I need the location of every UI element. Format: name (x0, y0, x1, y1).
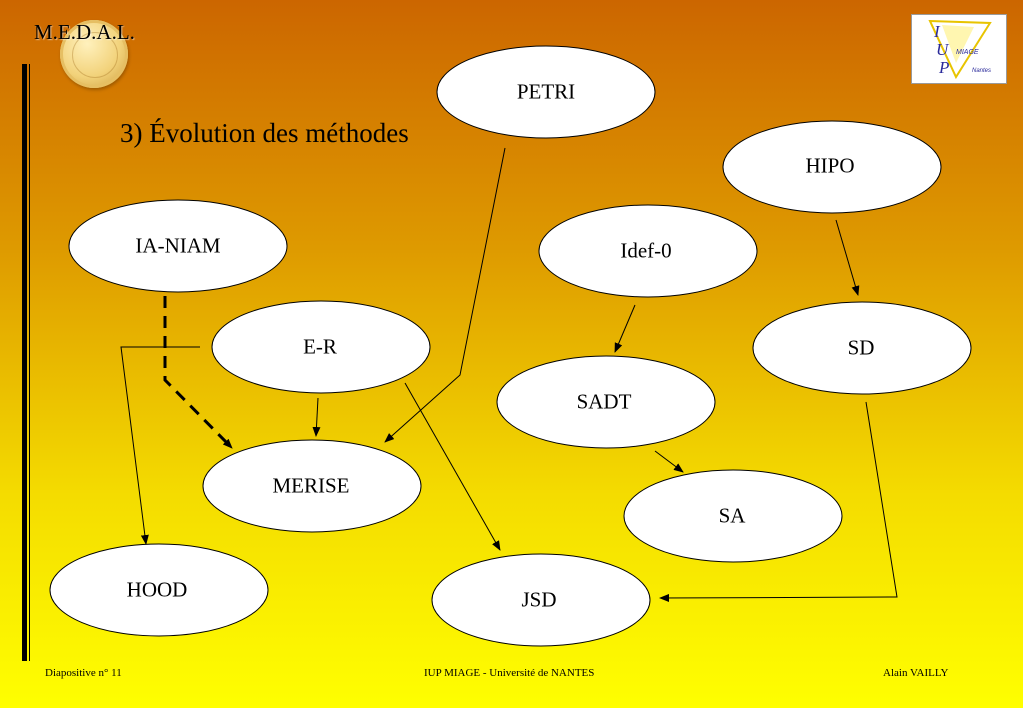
slide-title: 3) Évolution des méthodes (120, 118, 409, 148)
node-idef0 (538, 204, 758, 298)
logo-letter-u: U (936, 40, 950, 59)
node-jsd (431, 553, 651, 647)
left-rule-thick (22, 64, 27, 661)
logo-nantes-text: Nantes (972, 68, 991, 74)
node-merise (202, 439, 422, 533)
edge-petri-merise (384, 147, 506, 443)
logo-letter-i: I (933, 22, 941, 41)
nodes (49, 45, 972, 647)
node-hood (49, 543, 269, 637)
node-label-ianiam: IA-NIAM (135, 233, 221, 258)
iup-miage-logo: I U P MIAGE Nantes (911, 14, 1007, 84)
node-sa (623, 469, 843, 563)
edges (120, 147, 898, 602)
node-petri (436, 45, 656, 139)
node-label-idef0: Idef-0 (620, 238, 672, 263)
footer-university: IUP MIAGE - Université de NANTES (424, 667, 595, 679)
node-label-hood: HOOD (126, 577, 188, 602)
footer-author: Alain VAILLY (883, 667, 949, 679)
node-label-sadt: SADT (576, 389, 632, 414)
node-er (211, 300, 431, 394)
node-hipo (722, 120, 942, 214)
edge-hipo-sd (835, 219, 860, 296)
node-label-jsd: JSD (521, 587, 557, 612)
node-sadt (496, 355, 716, 449)
edge-idef0-sadt (614, 304, 636, 353)
node-label-sa: SA (718, 503, 746, 528)
node-label-hipo: HIPO (805, 153, 855, 178)
logo-letter-p: P (938, 58, 949, 77)
edge-sd-jsd (659, 401, 898, 602)
edge-er-jsd (404, 382, 501, 551)
medal-seal-icon (60, 20, 128, 88)
node-ianiam (68, 199, 288, 293)
edge-ianiam-merise (163, 296, 234, 450)
logo-miage-text: MIAGE (956, 49, 979, 56)
edge-er-merise (312, 397, 321, 437)
node-label-er: E-R (303, 334, 337, 359)
node-label-merise: MERISE (272, 473, 350, 498)
node-label-petri: PETRI (516, 79, 576, 104)
footer-slide-number: Diapositive n° 11 (45, 667, 122, 679)
left-rule-thin (29, 64, 30, 661)
edge-er-hood (120, 346, 200, 545)
node-label-sd: SD (847, 335, 875, 360)
node-sd (752, 301, 972, 395)
brand-title: M.E.D.A.L. (34, 20, 135, 44)
edge-sadt-sa (654, 450, 684, 473)
